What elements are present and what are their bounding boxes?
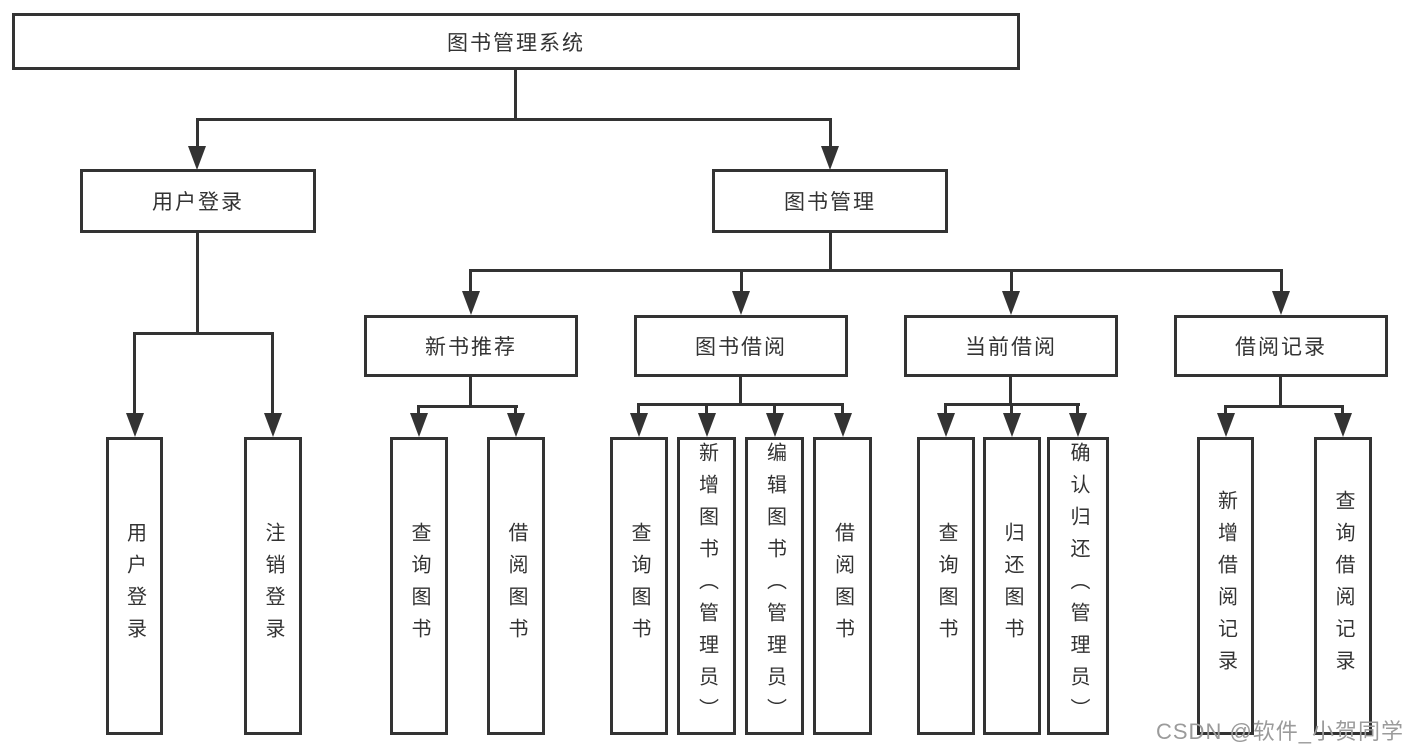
connector-line (469, 269, 1283, 272)
connector-line (469, 377, 472, 408)
arrowhead-down-icon (1334, 413, 1352, 437)
connector-line (637, 403, 640, 415)
connector-line (1009, 377, 1012, 406)
connector-line (739, 377, 742, 406)
arrowhead-down-icon (1003, 413, 1021, 437)
connector-line (469, 269, 472, 291)
node-add-borrow-record: 新增借阅记录 (1197, 437, 1254, 735)
connector-line (271, 332, 274, 413)
arrowhead-down-icon (188, 146, 206, 170)
connector-line (1076, 403, 1079, 415)
node-logout: 注销登录 (244, 437, 302, 735)
connector-line (740, 269, 743, 291)
arrowhead-down-icon (937, 413, 955, 437)
connector-line (133, 332, 274, 335)
connector-line (829, 233, 832, 272)
node-new-book-recommend: 新书推荐 (364, 315, 578, 377)
connector-line (1010, 269, 1013, 291)
connector-line (829, 118, 832, 150)
connector-line (773, 403, 776, 415)
node-return-books: 归还图书 (983, 437, 1041, 735)
node-query-borrow-record: 查询借阅记录 (1314, 437, 1372, 735)
connector-line (196, 118, 832, 121)
arrowhead-down-icon (698, 413, 716, 437)
arrowhead-down-icon (462, 291, 480, 315)
arrowhead-down-icon (1272, 291, 1290, 315)
node-book-borrowing: 图书借阅 (634, 315, 848, 377)
node-current-borrowing: 当前借阅 (904, 315, 1118, 377)
connector-line (417, 405, 518, 408)
node-book-management: 图书管理 (712, 169, 948, 233)
arrowhead-down-icon (507, 413, 525, 437)
node-user-login-leaf: 用户登录 (106, 437, 163, 735)
connector-line (514, 70, 517, 120)
node-query-books-borrowing: 查询图书 (610, 437, 668, 735)
arrowhead-down-icon (834, 413, 852, 437)
arrowhead-down-icon (630, 413, 648, 437)
connector-line (705, 403, 708, 415)
node-query-books-recommend: 查询图书 (390, 437, 448, 735)
arrowhead-down-icon (821, 146, 839, 170)
node-library-system: 图书管理系统 (12, 13, 1020, 70)
arrowhead-down-icon (126, 413, 144, 437)
connector-line (514, 405, 517, 415)
node-borrowing-records: 借阅记录 (1174, 315, 1388, 377)
connector-line (196, 233, 199, 335)
node-edit-books-admin: 编辑图书（管理员） (745, 437, 804, 735)
connector-line (133, 332, 136, 413)
arrowhead-down-icon (1069, 413, 1087, 437)
connector-line (1341, 405, 1344, 415)
csdn-watermark: CSDN @软件_小贺同学 (1156, 719, 1405, 744)
arrowhead-down-icon (1002, 291, 1020, 315)
connector-line (1224, 405, 1344, 408)
arrowhead-down-icon (410, 413, 428, 437)
connector-line (841, 403, 844, 415)
connector-line (637, 403, 844, 406)
node-user-login: 用户登录 (80, 169, 316, 233)
node-query-books-current: 查询图书 (917, 437, 975, 735)
arrowhead-down-icon (732, 291, 750, 315)
arrowhead-down-icon (766, 413, 784, 437)
node-borrow-books: 借阅图书 (813, 437, 872, 735)
arrowhead-down-icon (264, 413, 282, 437)
connector-line (944, 403, 947, 415)
connector-line (1010, 403, 1013, 415)
node-add-books-admin: 新增图书（管理员） (677, 437, 736, 735)
connector-line (1279, 377, 1282, 408)
connector-line (417, 405, 420, 415)
connector-line (196, 118, 199, 150)
node-borrow-books-recommend: 借阅图书 (487, 437, 545, 735)
node-confirm-return-admin: 确认归还（管理员） (1047, 437, 1109, 735)
connector-line (1224, 405, 1227, 415)
arrowhead-down-icon (1217, 413, 1235, 437)
connector-line (1280, 269, 1283, 291)
